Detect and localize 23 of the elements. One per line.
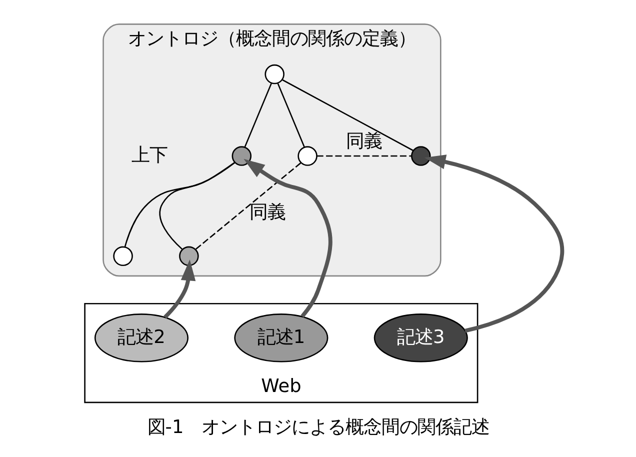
node-ellipse: 記述2 xyxy=(94,314,188,362)
node-ellipse: 記述3 xyxy=(373,314,468,362)
connector xyxy=(194,162,301,250)
node-circle xyxy=(264,64,284,84)
edge-label: 同義 xyxy=(346,131,382,152)
node-circle xyxy=(112,246,132,266)
node-circle xyxy=(410,146,430,166)
node-circle xyxy=(178,246,198,266)
connector xyxy=(124,162,235,247)
arrow xyxy=(163,260,196,319)
label: 上下 xyxy=(130,144,167,166)
connector xyxy=(282,79,414,152)
arrow xyxy=(424,154,564,333)
node-circle xyxy=(297,146,317,166)
node-circle xyxy=(231,146,252,166)
connector xyxy=(276,83,304,148)
connector xyxy=(158,162,235,250)
arrow xyxy=(243,158,332,318)
connector xyxy=(244,83,272,148)
caption: 図-1 オントロジによる概念間の関係記述 xyxy=(146,417,490,438)
node-ellipse: 記述1 xyxy=(234,314,328,362)
connector xyxy=(316,155,411,157)
edge-label: 同義 xyxy=(248,202,285,224)
